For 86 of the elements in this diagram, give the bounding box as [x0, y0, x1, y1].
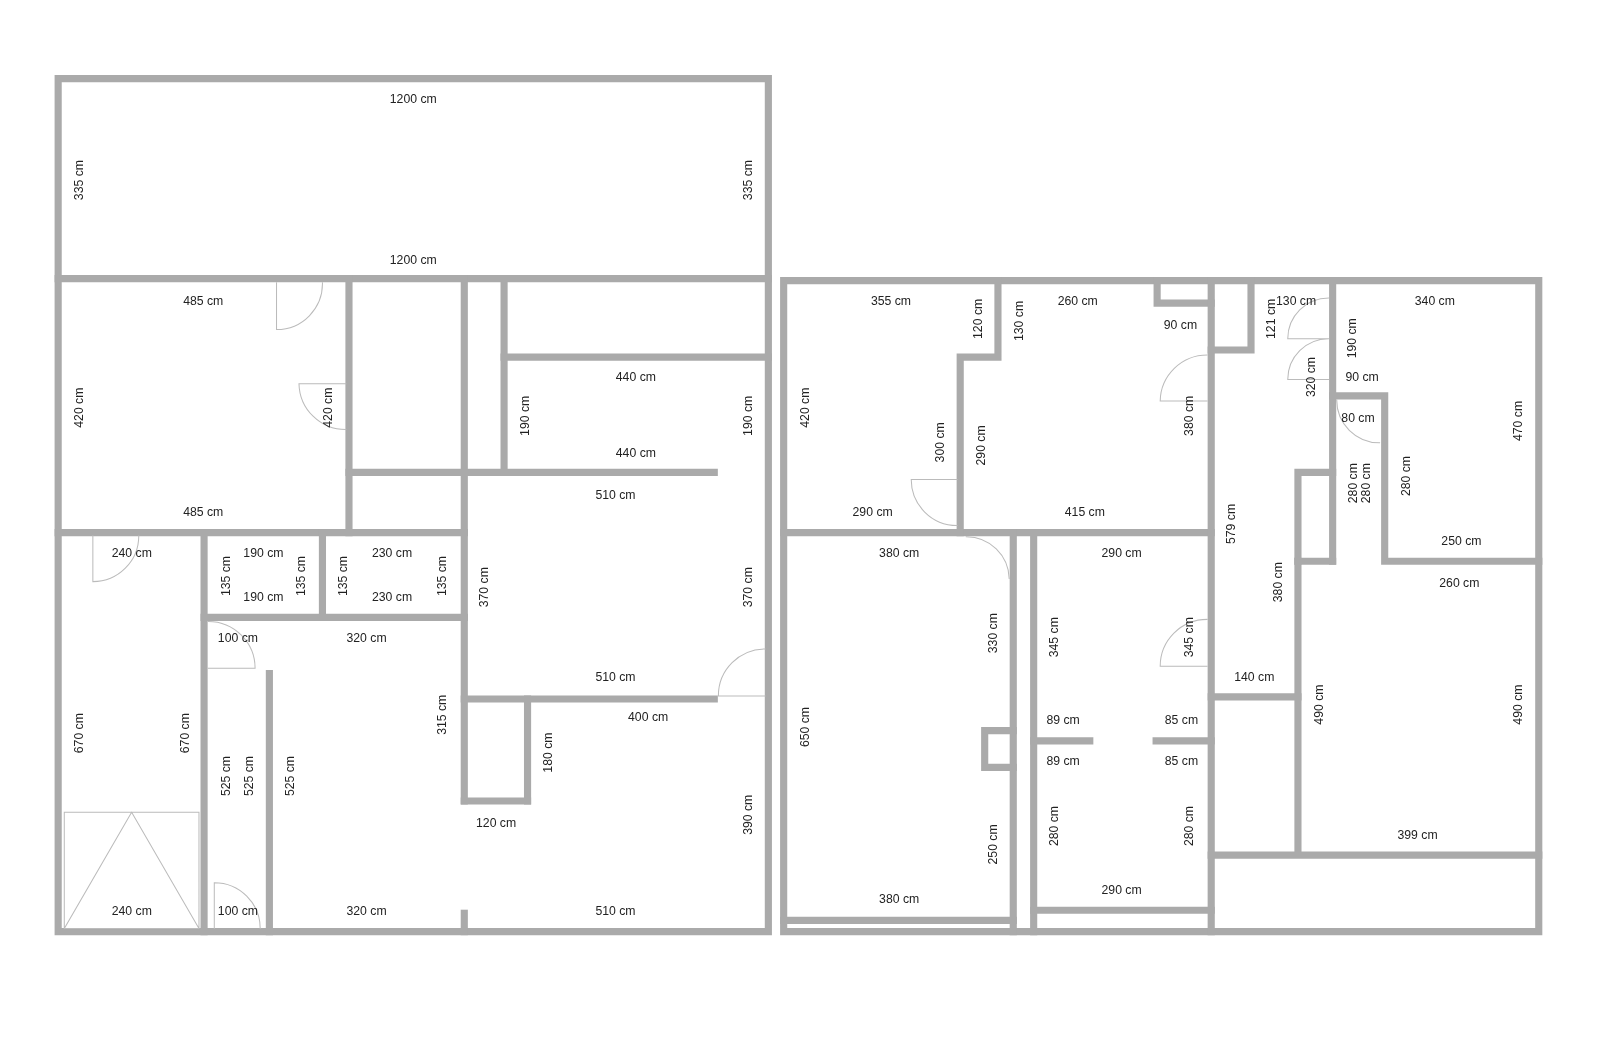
dimension-label: 240 cm [111, 546, 152, 560]
dimension-label: 525 cm [219, 755, 233, 796]
dimension-label: 510 cm [595, 904, 636, 918]
dimension-label: 525 cm [242, 755, 256, 796]
dimension-label: 400 cm [628, 710, 669, 724]
dimension-label: 345 cm [1182, 616, 1196, 657]
dimension-label: 85 cm [1164, 754, 1199, 768]
dimension-label: 370 cm [477, 566, 491, 607]
dimension-label: 260 cm [1439, 576, 1480, 590]
dimension-label: 525 cm [283, 755, 297, 796]
dimension-label: 280 cm [1182, 805, 1196, 846]
dimension-label: 380 cm [879, 546, 920, 560]
dimension-label: 415 cm [1064, 505, 1105, 519]
dimension-label: 90 cm [1345, 369, 1379, 384]
dimension-label: 315 cm [435, 694, 449, 735]
dimension-label: 340 cm [1414, 294, 1455, 308]
dimension-label: 240 cm [111, 904, 152, 918]
dimension-label: 290 cm [1101, 883, 1142, 897]
dimension-label: 330 cm [986, 612, 1000, 653]
dimension-label: 380 cm [879, 892, 920, 906]
dimension-label: 300 cm [933, 421, 947, 462]
dimension-label: 100 cm [217, 904, 258, 918]
dimension-label: 1200 cm [389, 253, 437, 267]
dimension-label: 180 cm [541, 731, 555, 773]
dimension-label: 85 cm [1164, 713, 1199, 728]
dimension-label: 89 cm [1046, 713, 1080, 728]
dimension-label: 140 cm [1234, 669, 1275, 684]
dimension-label: 120 cm [476, 815, 517, 830]
dimension-label: 370 cm [741, 566, 755, 607]
dimension-label: 335 cm [741, 159, 755, 200]
dimension-label: 135 cm [435, 555, 449, 596]
dimension-label: 130 cm [1011, 300, 1026, 341]
dimension-label: 89 cm [1046, 754, 1080, 768]
dimension-label: 190 cm [741, 395, 755, 436]
dimension-label: 440 cm [615, 369, 656, 384]
dimension-label: 90 cm [1163, 317, 1198, 332]
dimension-label: 290 cm [1101, 546, 1142, 560]
dimension-label: 290 cm [852, 505, 893, 519]
dimension-label: 230 cm [371, 590, 413, 604]
dimension-label: 380 cm [1271, 561, 1285, 602]
dimension-label: 490 cm [1311, 684, 1326, 725]
dimension-label: 135 cm [294, 555, 308, 596]
dimension-label: 320 cm [346, 904, 387, 918]
dimension-label: 335 cm [72, 159, 86, 200]
dimension-label: 579 cm [1224, 503, 1238, 544]
dimension-label: 130 cm [1276, 294, 1317, 308]
dimension-label: 100 cm [217, 631, 258, 645]
dimension-label: 190 cm [518, 395, 532, 436]
dimension-label: 345 cm [1047, 616, 1061, 657]
dimension-label: 470 cm [1510, 400, 1525, 441]
dimension-label: 190 cm [1345, 317, 1359, 358]
dimension-label: 230 cm [371, 546, 413, 560]
dimension-label: 510 cm [595, 488, 636, 502]
dimension-label: 650 cm [798, 706, 812, 747]
dimension-label: 390 cm [741, 794, 755, 835]
dimension-label: 510 cm [595, 669, 636, 684]
dimension-label: 320 cm [1304, 356, 1319, 397]
dimension-label: 420 cm [321, 387, 335, 428]
dimension-label: 670 cm [72, 712, 86, 753]
dimension-label: 190 cm [243, 590, 284, 604]
dimension-label: 440 cm [615, 446, 656, 460]
dimension-label: 320 cm [346, 631, 387, 645]
dimension-label: 120 cm [971, 298, 985, 339]
dimension-label: 355 cm [870, 294, 912, 308]
dimension-label: 121 cm [1263, 298, 1278, 339]
dimension-label: 1200 cm [389, 92, 437, 106]
dimension-label: 420 cm [798, 387, 812, 428]
dimension-label: 280 cm [1047, 805, 1061, 846]
dimension-label: 280 cm [1346, 462, 1360, 503]
dimension-label: 380 cm [1182, 395, 1196, 436]
dimension-label: 135 cm [336, 555, 350, 596]
dimension-label: 280 cm [1399, 455, 1413, 496]
dimension-label: 260 cm [1057, 294, 1098, 308]
dimension-label: 135 cm [219, 555, 233, 596]
dimension-label: 490 cm [1510, 684, 1525, 725]
dimension-label: 290 cm [974, 424, 988, 465]
dimension-label: 280 cm [1358, 462, 1373, 503]
dimension-label: 485 cm [183, 505, 224, 519]
dimension-label: 250 cm [986, 823, 1000, 864]
dimension-label: 399 cm [1397, 828, 1438, 842]
dimension-label: 80 cm [1341, 411, 1375, 425]
dimension-label: 250 cm [1441, 534, 1482, 548]
dimension-label: 670 cm [178, 712, 192, 753]
dimension-label: 420 cm [72, 387, 86, 428]
dimension-label: 485 cm [183, 294, 224, 308]
dimension-label: 190 cm [243, 546, 284, 560]
